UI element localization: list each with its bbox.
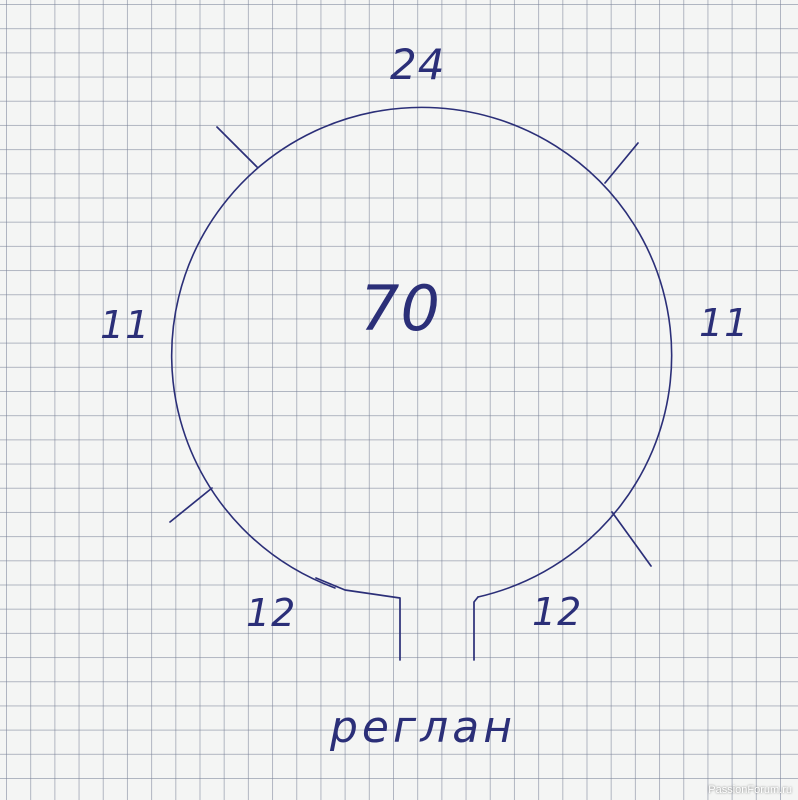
caption-raglan: реглан [330,702,516,753]
watermark: PassionForum.ru [708,784,792,796]
raglan-mark-bottom-left [169,487,213,523]
label-center-total: 70 [360,272,441,345]
label-left-sleeve: 11 [100,303,151,347]
label-front-right: 12 [532,590,583,634]
raglan-mark-top-right [604,142,639,184]
label-right-sleeve: 11 [699,301,750,345]
label-front-left: 12 [246,591,297,635]
raglan-mark-bottom-right [611,511,652,567]
placket-left-line [315,577,401,661]
neckline-arc [170,106,673,598]
label-back: 24 [390,40,446,89]
placket-right-line [473,596,479,661]
raglan-mark-top-left [216,126,258,168]
